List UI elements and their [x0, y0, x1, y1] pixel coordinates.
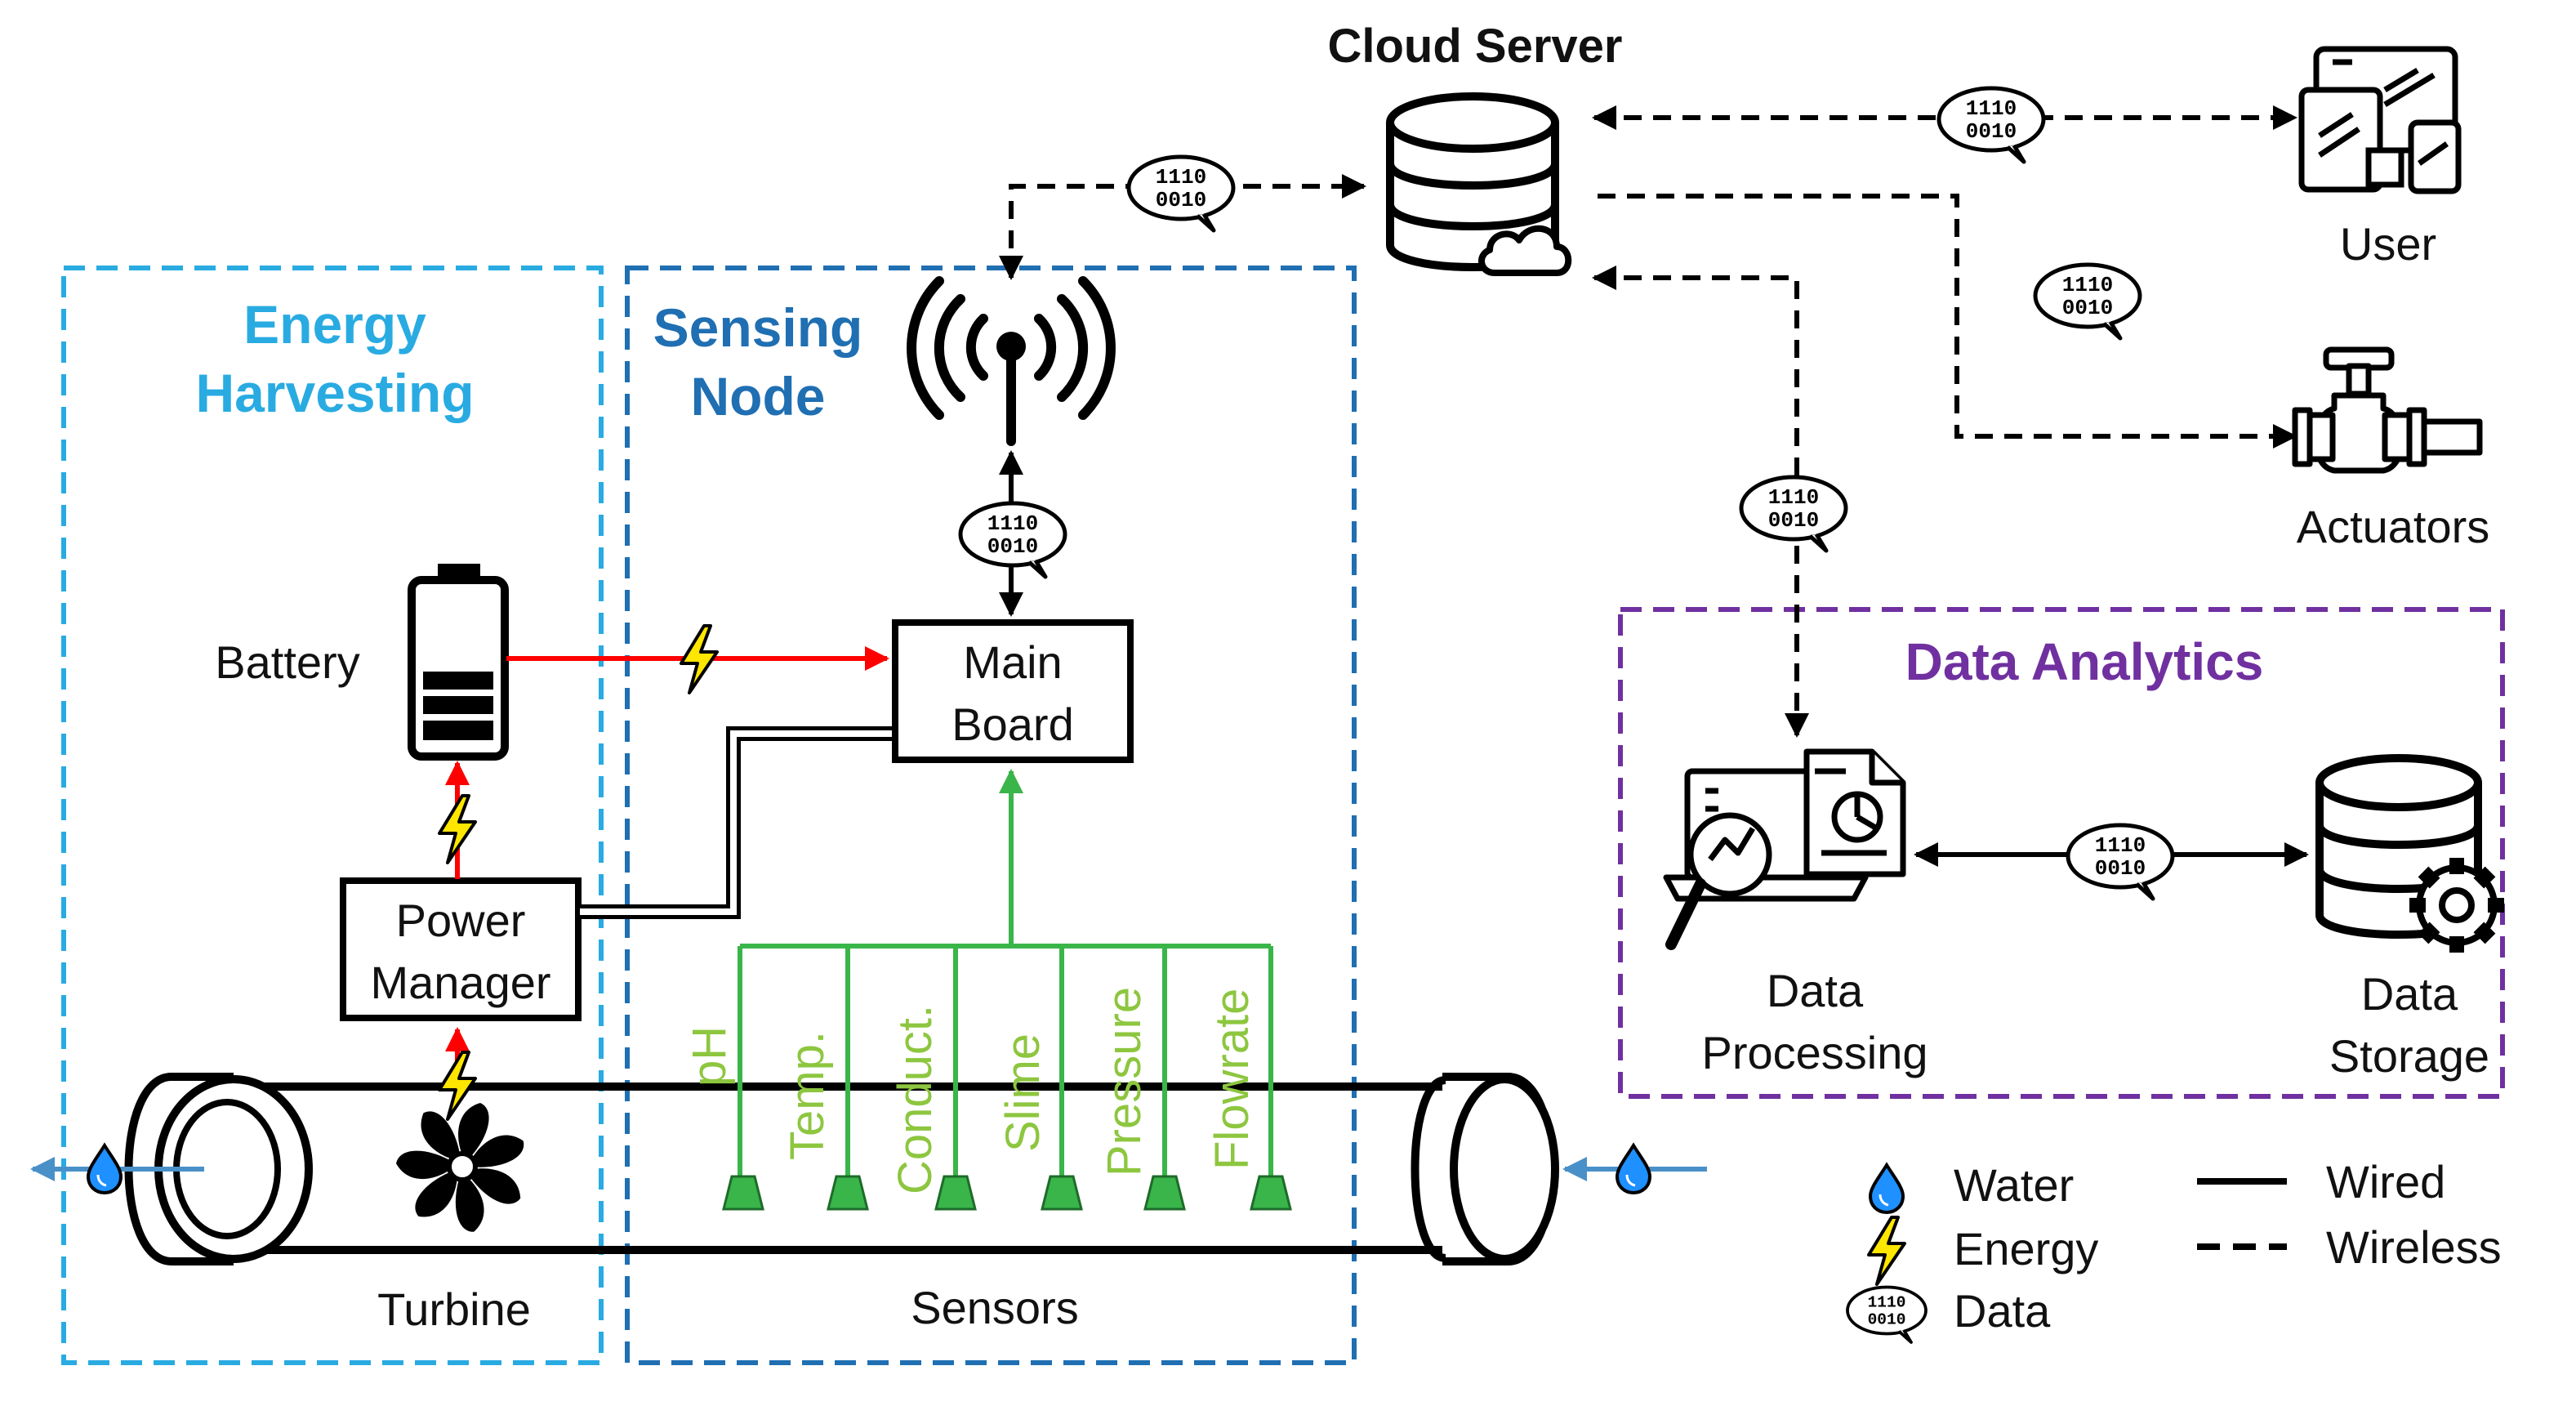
sensors-label: Sensors	[911, 1282, 1078, 1333]
sensor-label-flowrate: Flowrate	[1206, 989, 1259, 1170]
legend-data-icon	[1846, 1285, 1928, 1344]
data-bubble-icon	[2035, 265, 2140, 338]
data-analytics-title: Data Analytics	[1905, 632, 2264, 691]
sensor-label-temp: Temp.	[781, 1031, 834, 1160]
sensor-label-pressure: Pressure	[1098, 987, 1151, 1176]
data-bubble-icon	[960, 503, 1065, 577]
legend-lightning-icon	[1867, 1216, 1906, 1286]
data-bubble-icon	[1741, 477, 1846, 551]
sensing-node-title-1: Sensing	[653, 297, 863, 358]
battery-label: Battery	[215, 636, 359, 688]
cloud-to-data-processing-link	[1592, 266, 1809, 738]
power-manager-box	[340, 877, 582, 1021]
lightning-icon	[680, 624, 719, 694]
gear-icon	[2409, 858, 2504, 953]
turbine-label: Turbine	[377, 1283, 531, 1335]
sensor-label-ph: pH	[683, 1026, 736, 1087]
legend-wireless-label: Wireless	[2326, 1221, 2502, 1273]
battery-icon	[408, 564, 509, 761]
cloud-server-title: Cloud Server	[1328, 20, 1623, 73]
main-board-label-1: Main	[963, 636, 1062, 688]
turbine-fan-icon	[396, 1103, 524, 1232]
sensing-node-box	[625, 266, 1357, 1365]
data-bubble-icon	[1129, 157, 1233, 230]
antenna-icon	[907, 276, 1116, 446]
legend-data-label: Data	[1954, 1285, 2051, 1337]
devices-icon	[2298, 46, 2462, 194]
sensor-probe-slime	[1041, 1175, 1083, 1211]
legend-energy-label: Energy	[1954, 1223, 2098, 1274]
legend: Water Energy Data Wired Wireless	[1846, 1156, 2502, 1344]
main-board-label-2: Board	[952, 699, 1073, 750]
sensor-drops	[738, 946, 1273, 1176]
energy-harvesting-title-1: Energy	[243, 294, 426, 355]
analytics-icon	[1663, 748, 1906, 950]
water-drop-icon	[87, 1144, 123, 1194]
energy-harvesting-title-2: Harvesting	[195, 363, 474, 423]
power-manager-label-1: Power	[396, 895, 526, 946]
database-icon	[1386, 92, 1559, 271]
sensor-probe-conduct	[934, 1175, 977, 1211]
sensor-label-conduct: Conduct.	[889, 1005, 942, 1194]
sensor-probe-temp	[827, 1175, 869, 1211]
user-label: User	[2340, 218, 2436, 270]
data-storage-label-1: Data	[2361, 968, 2458, 1020]
data-storage-label-2: Storage	[2329, 1030, 2489, 1082]
energy-harvesting-box	[61, 266, 604, 1365]
data-processing-label-2: Processing	[1701, 1027, 1928, 1078]
antenna-to-cloud-link	[999, 174, 1366, 280]
data-bubble-icon	[1939, 88, 2043, 162]
legend-water-icon	[1869, 1163, 1905, 1214]
sensor-probe-pressure	[1143, 1175, 1186, 1211]
cloud-icon	[1478, 225, 1572, 276]
data-processing-label-1: Data	[1767, 965, 1864, 1016]
sensor-probe-ph	[722, 1175, 764, 1211]
legend-wired-label: Wired	[2326, 1156, 2445, 1207]
water-drop-icon	[1616, 1144, 1651, 1194]
valve-icon	[2292, 346, 2483, 474]
cloud-to-actuators-link	[1598, 194, 2297, 449]
sensor-label-slime: Slime	[996, 1033, 1050, 1152]
power-manager-label-2: Manager	[370, 957, 550, 1008]
water-pipe	[124, 1073, 1559, 1265]
data-analytics-box	[1618, 607, 2505, 1099]
data-bubble-icon	[2068, 825, 2173, 899]
sensor-probe-flowrate	[1250, 1175, 1292, 1211]
sensing-node-title-2: Node	[691, 366, 826, 426]
legend-water-label: Water	[1954, 1159, 2074, 1211]
main-board-box	[892, 619, 1134, 763]
actuators-label: Actuators	[2297, 501, 2490, 552]
